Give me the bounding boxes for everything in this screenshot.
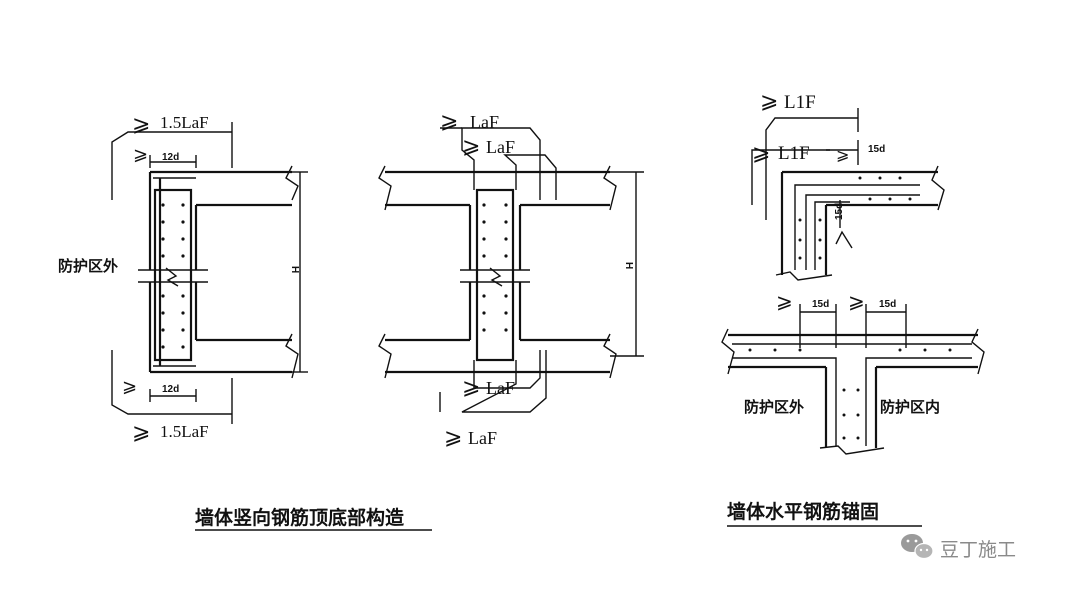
fig1-bottom-bend-label: 12d [162,384,179,395]
fig4-left-label: 防护区外 [744,398,804,416]
fig2-bottom-outer-ge: ⩾ [444,424,462,449]
fig1-rebar-dots [161,203,185,349]
fig3-outer-ge: ⩾ [760,88,778,113]
fig3-inner-ge: ⩾ [752,140,770,165]
fig3-right-break [931,165,945,211]
fig3-corner-anchorage: ⩾ ⩾ L1F L1F ⩾ 15d 15d [751,88,945,281]
fig4-left-bend-label: 15d [812,299,829,310]
fig4-left-rebar [732,357,837,446]
fig3-bend-v-caret [835,230,853,249]
fig1-bottom-break [285,333,299,379]
fig2-bottom-inner-bar [473,350,541,389]
fig1-top-anchor-leader [111,131,232,200]
fig4-right-ge: ⩾ [848,291,865,313]
fig1-top-ge-symbol: ⩾ [132,111,150,136]
fig2-height-label: H [623,262,634,269]
fig2-top-outer-label: LaF [470,112,499,132]
fig2-bottom-inner-label: LaF [486,378,515,398]
fig1-top-bend-label: 12d [162,152,179,163]
fig3-bottom-break [775,271,833,281]
fig3-rebar-dots [798,176,912,260]
fig4-left-break [721,328,735,375]
fig1-rebar-cage [153,188,193,362]
fig4-tee-anchorage: ⩾ ⩾ 15d 15d 防护区外 防护区内 [721,291,985,455]
fig1-wall-vertical-edge: ⩾ ⩾ ⩾ ⩾ 1.5LaF 1.5LaF 12d 12d 防护区外 H [58,111,308,444]
fig1-bottom-anchor-leader [111,350,232,415]
fig1-bottom-bend-ge: ⩾ [122,376,137,396]
fig3-inner-rebar-bend [814,201,850,270]
fig2-wall-vertical-middle: ⩾ ⩾ ⩾ ⩾ LaF LaF LaF LaF H [378,108,644,449]
wechat-icon [901,534,934,560]
fig2-rebar-cage [475,188,515,362]
fig2-left-top-break [378,165,392,211]
watermark: 豆丁施工 [901,534,1016,561]
caption-left: 墙体竖向钢筋顶底部构造 [195,506,405,529]
fig4-right-break [971,328,985,375]
fig1-top-anchor-label: 1.5LaF [160,113,209,132]
fig1-top-break [285,165,299,201]
fig4-right-rebar [865,357,972,446]
fig4-right-label: 防护区内 [880,398,940,416]
fig3-bend-v-label: 15d [834,203,845,220]
watermark-text: 豆丁施工 [940,539,1016,561]
fig3-outer-rebar [794,184,920,270]
fig1-bottom-ge-symbol: ⩾ [132,419,150,444]
fig1-side-label: 防护区外 [58,257,118,275]
fig3-outer-anchor-leader [765,117,858,220]
fig1-top-bend-ge: ⩾ [133,144,148,164]
fig4-rebar-dots [748,348,952,440]
fig2-right-top-break [603,165,617,211]
fig1-wall-break-zigzag [165,267,179,287]
fig2-bottom-outer-label: LaF [468,428,497,448]
fig2-rebar-dots [482,203,508,332]
fig2-wall-break-zigzag [489,267,503,287]
fig4-bottom-break [819,445,885,455]
fig2-top-outer-ge: ⩾ [440,108,458,133]
fig2-top-inner-bar [503,154,557,200]
fig2-right-bottom-break [603,333,617,379]
fig3-bend-h-ge: ⩾ [836,147,849,164]
fig3-outer-anchor-label: L1F [784,92,816,113]
fig4-right-bend-label: 15d [879,299,896,310]
fig1-height-label: H [289,266,300,273]
fig2-top-inner-ge: ⩾ [462,133,480,158]
caption-right: 墙体水平钢筋锚固 [727,500,879,523]
fig2-top-inner-label: LaF [486,137,515,157]
fig2-bottom-inner-ge: ⩾ [462,374,480,399]
fig2-bottom-outer-bar [461,350,547,413]
fig1-bottom-anchor-label: 1.5LaF [160,422,209,441]
fig3-mid-rebar [805,194,920,270]
fig4-left-ge: ⩾ [776,291,793,313]
fig3-inner-anchor-label: L1F [778,143,810,164]
fig3-bend-h-label: 15d [868,144,885,155]
fig3-inner-anchor-leader [751,149,830,205]
fig2-left-bottom-break [378,333,392,379]
